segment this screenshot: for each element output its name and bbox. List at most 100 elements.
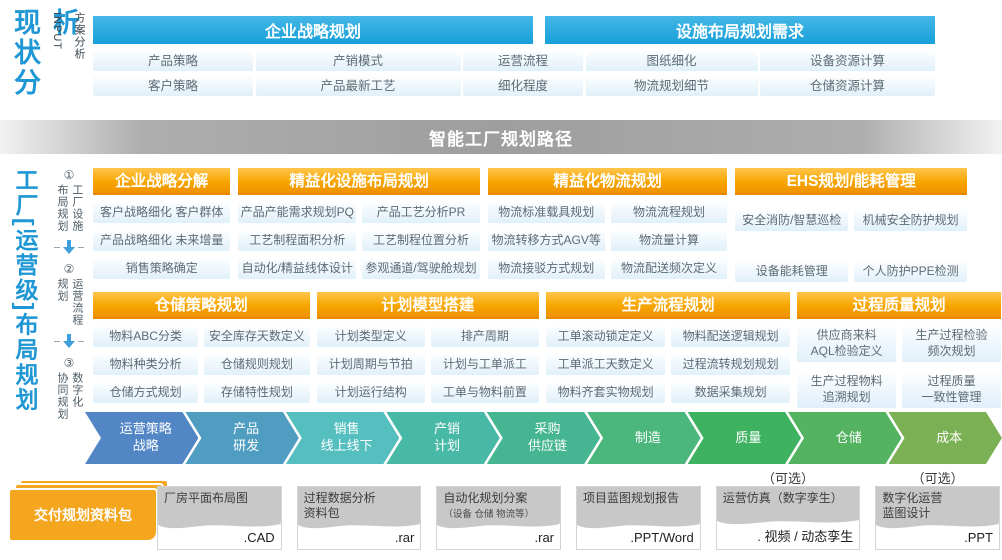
plan-item: 供应商来料 AQL检验定义 xyxy=(797,326,897,362)
top-chip: 细化程度 xyxy=(463,76,583,96)
input-label: INPUT xyxy=(51,12,63,50)
plan-item: 排产周期 xyxy=(430,326,540,347)
top-chip-column: 运营流程细化程度 xyxy=(463,51,583,96)
plan-section: 仓储策略规划物料ABC分类安全库存天数定义物料种类分析仓储规则规划仓储方式规划存… xyxy=(93,292,310,408)
section-title: 生产流程规划 xyxy=(546,292,791,319)
plan-item: 安全消防/智慧巡检 xyxy=(735,210,849,231)
top-chip-column: 产品策略客户策略 xyxy=(93,51,253,96)
plan-item: 生产过程物料 追溯规划 xyxy=(797,372,897,408)
wave-divider-icon xyxy=(876,522,999,529)
deliverable-card-box: 自动化规划分案（设备 仓储 物流等）.rar xyxy=(436,486,562,550)
deliverable-card-box: 数字化运营 蓝图设计 .PPT xyxy=(875,486,1000,550)
plan-item: 物料种类分析 xyxy=(93,354,199,375)
step-number: ① xyxy=(63,168,75,182)
plan-item: 存储特性规划 xyxy=(204,382,310,403)
plan-item: 物料配送逻辑规划 xyxy=(671,326,791,347)
plan-item: 物流接驳方式规划 xyxy=(487,258,605,279)
plan-item: 生产过程检验 频次规划 xyxy=(902,326,1001,362)
top-chip: 产销模式 xyxy=(255,51,461,71)
plan-item: 物流流程规划 xyxy=(610,202,728,223)
step-number: ② xyxy=(63,262,75,276)
section-items: 安全消防/智慧巡检机械安全防护规划设备能耗管理个人防护PPE检测 xyxy=(735,202,967,282)
card-title-area: 厂房平面布局图 xyxy=(158,487,281,522)
card-title-area: 运营仿真（数字孪生） xyxy=(716,487,860,518)
card-file-extension: .rar xyxy=(394,530,415,545)
plan-item: 物流量计算 xyxy=(610,230,728,251)
plan-item: 自动化/精益线体设计 xyxy=(238,258,357,279)
value-chain-step: 成本 xyxy=(889,412,1002,464)
plan-item: 安全库存天数定义 xyxy=(204,326,310,347)
step-label: 工厂设施 布局规划 xyxy=(56,184,83,232)
deliverable-card: 项目蓝图规划报告.PPT/Word xyxy=(576,468,701,550)
deliverable-card-box: 运营仿真（数字孪生）. 视频 / 动态孪生 xyxy=(715,486,861,550)
top-chip-column: 设备资源计算仓储资源计算 xyxy=(760,51,935,96)
optional-label: （可选） xyxy=(761,471,814,486)
top-chip: 产品策略 xyxy=(93,51,253,71)
step-label: 数字化 协同规划 xyxy=(56,372,83,420)
current-state-subtitle: INPUT 方案分析 xyxy=(46,12,90,272)
enterprise-strategy-header: 企业战略规划 xyxy=(93,16,533,44)
plan-item: 机械安全防护规划 xyxy=(854,210,967,231)
value-chain-step: 质量 xyxy=(688,412,801,464)
section-items: 计划类型定义排产周期计划周期与节拍计划与工单派工计划运行结构工单与物料前置 xyxy=(316,326,540,403)
deliverable-card-box: 过程数据分析 资料包.rar xyxy=(296,486,422,550)
plan-item: 数据采集规划 xyxy=(671,382,791,403)
section-title: 计划模型搭建 xyxy=(316,292,540,319)
value-chain-step: 产品 研发 xyxy=(185,412,298,464)
plan-item: 产品工艺分析PR xyxy=(362,202,480,223)
top-chip: 设备资源计算 xyxy=(760,51,935,71)
section-title: EHS规划/能耗管理 xyxy=(735,168,967,195)
optional-label xyxy=(576,468,701,486)
section-title: 仓储策略规划 xyxy=(93,292,310,319)
deliverable-card: （可选）运营仿真（数字孪生）. 视频 / 动态孪生 xyxy=(715,468,861,550)
top-chip: 运营流程 xyxy=(463,51,583,71)
plan-item: 物流转移方式AGV等 xyxy=(487,230,605,251)
card-name: 自动化规划分案 xyxy=(443,491,528,505)
step-label: 运营流程 规划 xyxy=(56,278,83,326)
section-items: 客户战略细化 客户群体产品战略细化 未来增量销售策略确定 xyxy=(93,202,231,279)
plan-item: 工单滚动锁定定义 xyxy=(546,326,666,347)
factory-plan-title: 工厂[运营级]布局规划 xyxy=(12,168,38,413)
wave-divider-icon xyxy=(297,522,421,529)
plan-row-2: 仓储策略规划物料ABC分类安全库存天数定义物料种类分析仓储规则规划仓储方式规划存… xyxy=(93,292,1001,408)
plan-item: 设备能耗管理 xyxy=(735,261,849,282)
plan-item: 客户战略细化 客户群体 xyxy=(93,202,231,223)
plan-section: 企业战略分解客户战略细化 客户群体产品战略细化 未来增量销售策略确定 xyxy=(93,168,231,282)
value-chain-step: 制造 xyxy=(587,412,700,464)
optional-label: （可选） xyxy=(911,471,964,486)
plan-item: 产品战略细化 未来增量 xyxy=(93,230,231,251)
section-title: 企业战略分解 xyxy=(93,168,231,195)
card-title-area: 自动化规划分案 （设备 仓储 物流等） xyxy=(437,487,561,522)
current-state-area: 企业战略规划 设施布局规划需求 产品策略客户策略产销模式产品最新工艺运营流程细化… xyxy=(93,16,935,96)
deliverable-card: （可选）数字化运营 蓝图设计 .PPT xyxy=(875,468,1000,550)
section-items: 物料ABC分类安全库存天数定义物料种类分析仓储规则规划仓储方式规划存储特性规划 xyxy=(93,326,310,403)
deliverable-card-box: 项目蓝图规划报告.PPT/Word xyxy=(576,486,701,550)
section-items: 物流标准载具规划物流流程规划物流转移方式AGV等物流量计算物流接驳方式规划物流配… xyxy=(487,202,728,279)
plan-item: 计划运行结构 xyxy=(316,382,425,403)
plan-item: 过程流转规划规划 xyxy=(671,354,791,375)
value-chain: 运营策略 战略产品 研发销售 线上线下产销 计划采购 供应链制造质量仓储成本 xyxy=(85,412,1002,464)
plan-item: 工艺制程位置分析 xyxy=(362,230,480,251)
wave-divider-icon xyxy=(716,518,860,525)
plan-item: 物料齐套实物规划 xyxy=(546,382,666,403)
section-title: 精益化物流规划 xyxy=(487,168,728,195)
package-label: 交付规划资料包 xyxy=(8,488,158,542)
section-title: 精益化设施布局规划 xyxy=(238,168,480,195)
card-subtitle: （设备 仓储 物流等） xyxy=(443,509,535,520)
plan-step: ① 工厂设施 布局规划 xyxy=(54,168,84,232)
top-chip-column: 产销模式产品最新工艺 xyxy=(255,51,461,96)
section-title: 过程质量规划 xyxy=(797,292,1001,319)
plan-item: 过程质量 一致性管理 xyxy=(902,372,1001,408)
card-title-area: 数字化运营 蓝图设计 xyxy=(876,487,999,522)
plan-item: 物料ABC分类 xyxy=(93,326,199,347)
card-file-extension: .PPT xyxy=(964,530,993,545)
plan-item: 计划类型定义 xyxy=(316,326,425,347)
deliverable-card: 厂房平面布局图.CAD xyxy=(157,468,282,550)
plan-item: 计划与工单派工 xyxy=(430,354,540,375)
smart-factory-path-banner: 智能工厂规划路径 xyxy=(0,120,1002,154)
plan-item: 计划周期与节拍 xyxy=(316,354,425,375)
